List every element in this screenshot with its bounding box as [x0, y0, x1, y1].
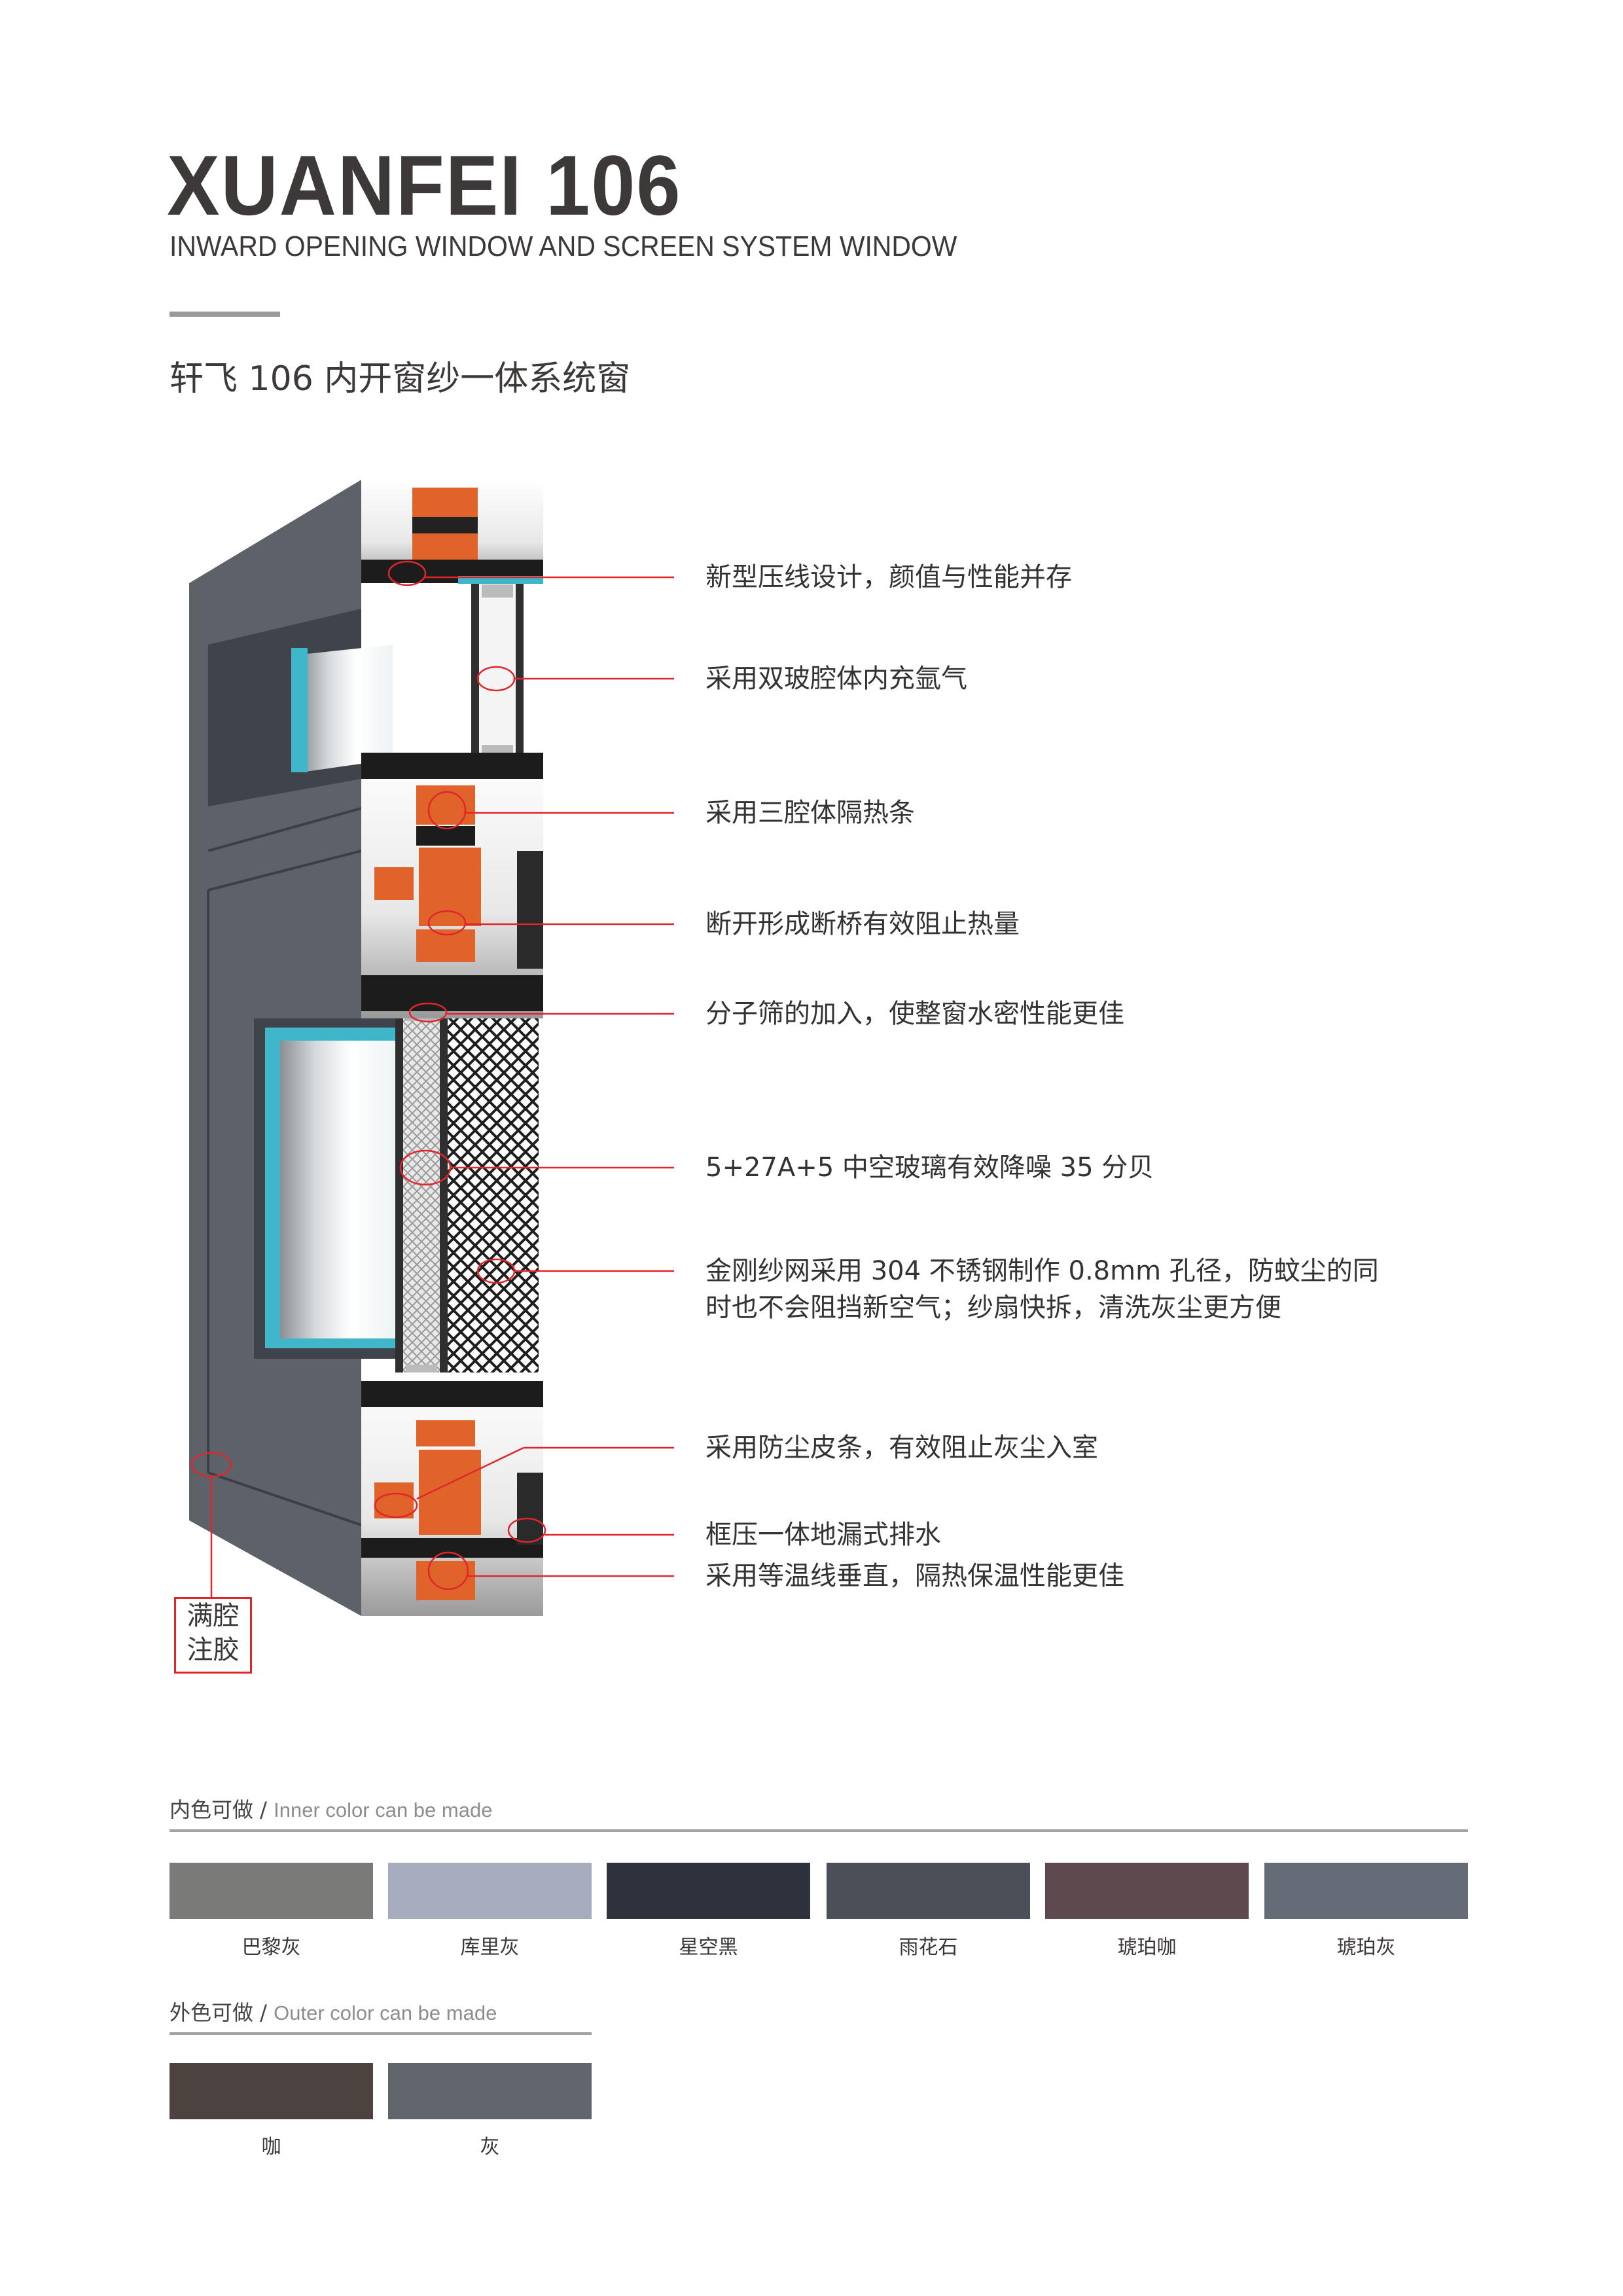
callout-markers	[190, 560, 674, 1597]
color-swatch	[827, 1863, 1030, 1919]
middle-mullion-profile	[361, 753, 543, 1018]
color-swatch	[169, 1863, 373, 1919]
outer-color-label-cn: 外色可做 /	[169, 2000, 267, 2025]
feature-label: 新型压线设计，颜值与性能并存	[705, 562, 1072, 592]
feature-label: 5+27A+5 中空玻璃有效降噪 35 分贝	[705, 1153, 1154, 1183]
outer-color-heading: 外色可做 / Outer color can be made	[169, 1996, 497, 2026]
color-swatch-label: 咖	[261, 2136, 281, 2159]
inner-color-heading: 内色可做 / Inner color can be made	[169, 1793, 492, 1823]
feature-label: 采用双玻腔体内充氩气	[705, 664, 967, 694]
color-swatch	[1045, 1863, 1249, 1919]
upper-glass	[301, 645, 393, 772]
feature-label-line2: 时也不会阻挡新空气；纱扇快拆，清洗灰尘更方便	[705, 1293, 1281, 1323]
lower-glass	[280, 1041, 398, 1338]
feature-label: 框压一体地漏式排水	[705, 1520, 941, 1550]
inner-color-label-en: Inner color can be made	[274, 1799, 493, 1821]
window-section-diagram	[189, 480, 674, 1616]
feature-label: 采用等温线垂直，隔热保温性能更佳	[705, 1561, 1124, 1591]
full-cavity-glue-callout: 满腔 注胶	[174, 1597, 252, 1674]
inner-color-label-cn: 内色可做 /	[169, 1797, 267, 1822]
color-swatch-label: 巴黎灰	[241, 1936, 301, 1959]
inner-color-rule	[169, 1829, 1468, 1832]
color-swatch-label: 雨花石	[899, 1936, 958, 1959]
color-swatch-label: 琥珀咖	[1117, 1936, 1177, 1959]
color-swatch	[388, 1863, 592, 1919]
color-swatch	[607, 1863, 810, 1919]
top-frame-profile	[361, 480, 543, 584]
callout-line2: 注胶	[187, 1635, 240, 1665]
callout-line1: 满腔	[187, 1601, 240, 1631]
feature-label: 金刚纱网采用 304 不锈钢制作 0.8mm 孔径，防蚊尘的同	[705, 1256, 1379, 1286]
chinese-title: 轩飞 106 内开窗纱一体系统窗	[169, 359, 631, 399]
outer-color-label-en: Outer color can be made	[274, 2001, 497, 2024]
color-swatch	[388, 2063, 592, 2119]
screen-mesh	[445, 1018, 539, 1388]
feature-label: 采用三腔体隔热条	[705, 798, 915, 828]
feature-label: 采用防尘皮条，有效阻止灰尘入室	[705, 1433, 1098, 1463]
color-swatch-label: 星空黑	[679, 1936, 738, 1959]
color-swatch	[1264, 1863, 1468, 1919]
color-swatch	[169, 2063, 373, 2119]
divider-bar	[169, 312, 280, 317]
color-swatch-label: 琥珀灰	[1336, 1936, 1396, 1959]
product-title: XUANFEI 106	[167, 137, 682, 233]
outer-color-rule	[169, 2032, 592, 2035]
color-swatch-label: 灰	[480, 2136, 500, 2159]
product-subtitle: INWARD OPENING WINDOW AND SCREEN SYSTEM …	[169, 230, 957, 262]
color-swatch-label: 库里灰	[460, 1936, 520, 1959]
feature-label: 分子筛的加入，使整窗水密性能更佳	[705, 999, 1124, 1029]
feature-label: 断开形成断桥有效阻止热量	[705, 909, 1020, 939]
